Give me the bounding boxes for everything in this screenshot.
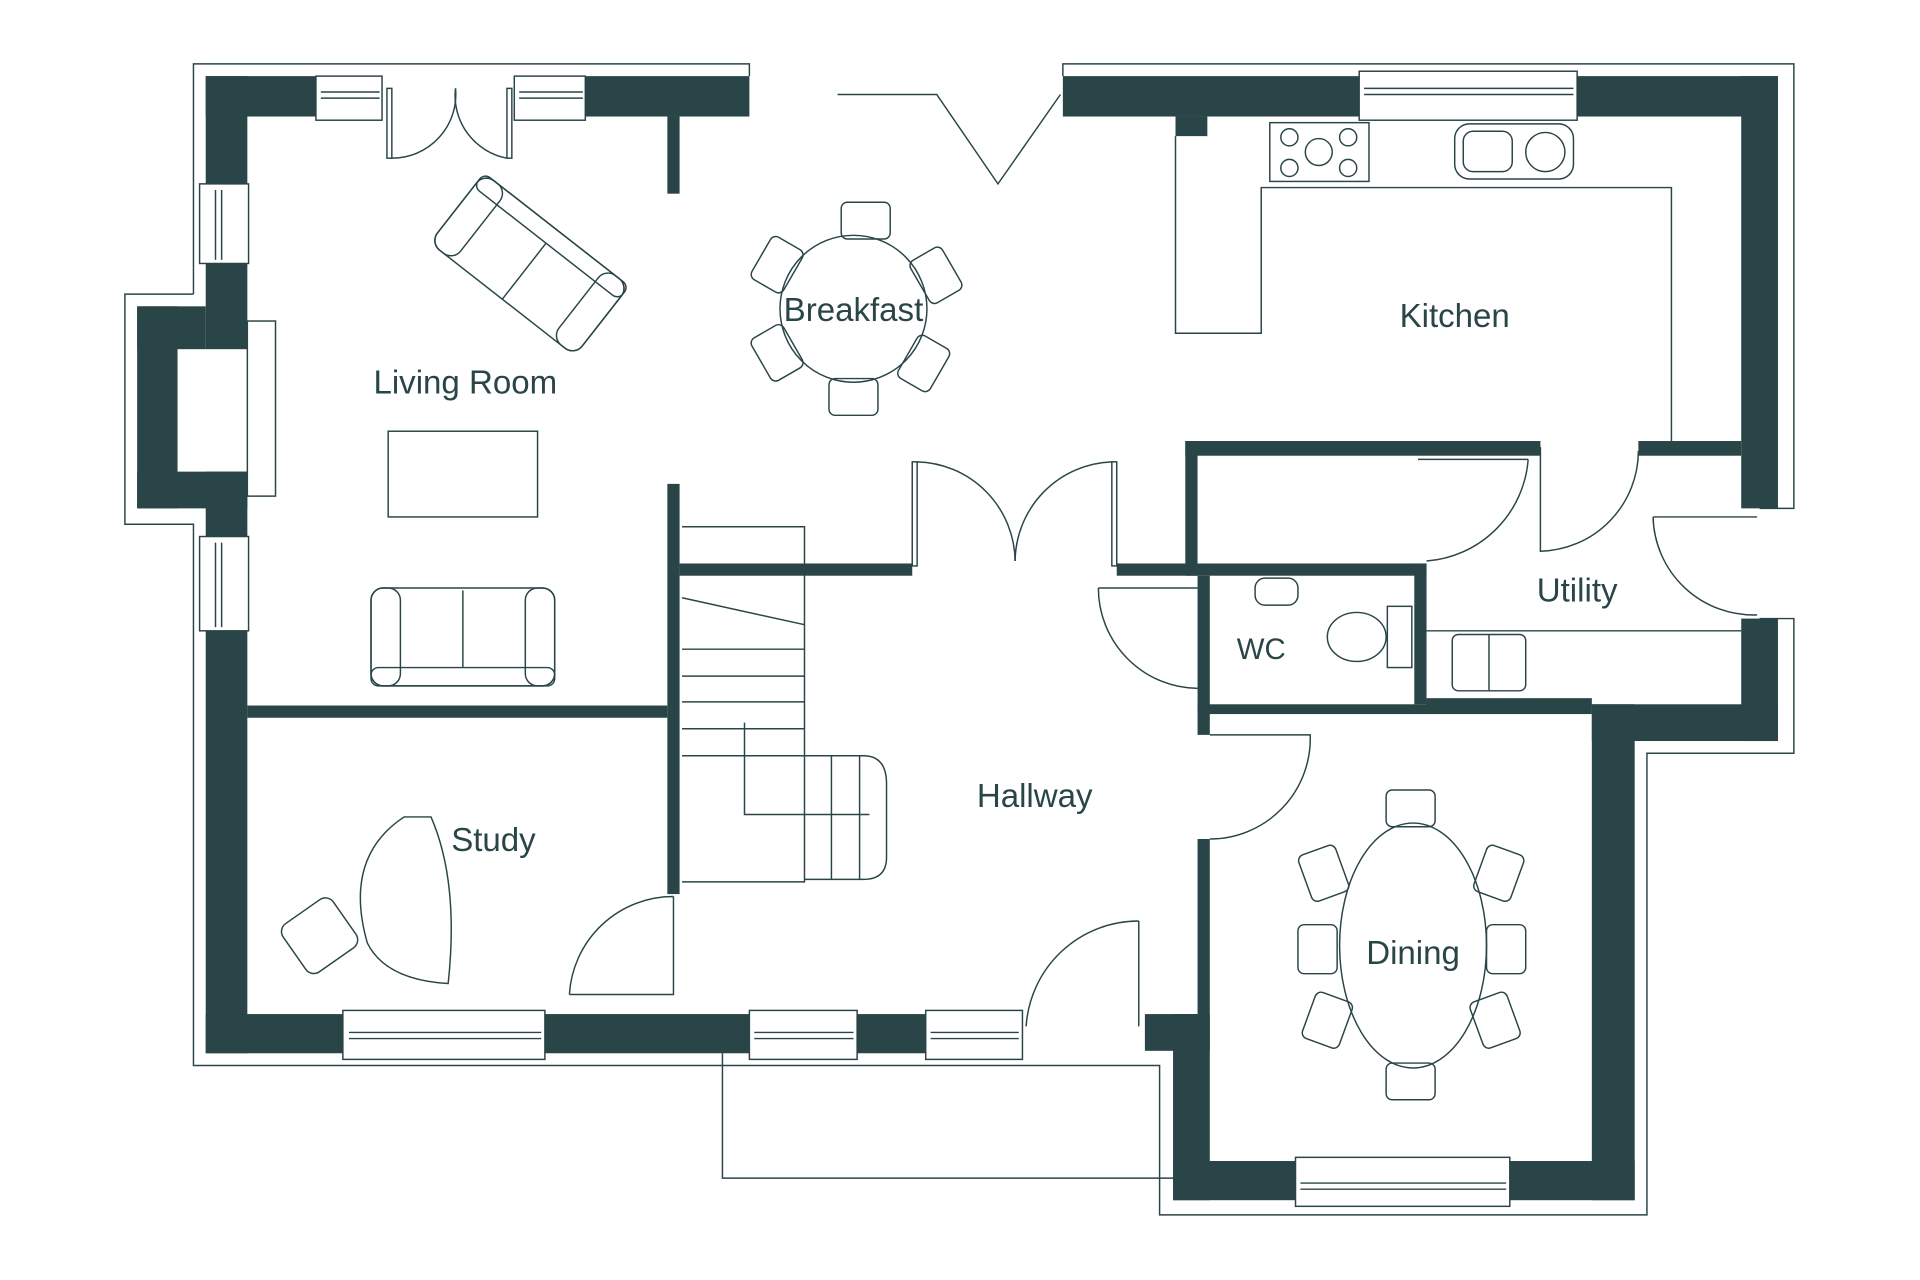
kitchen-counter — [1174, 121, 1673, 442]
room-label-study: Study — [451, 822, 536, 859]
fireplace-hearth — [246, 320, 277, 497]
room-label-utility: Utility — [1537, 572, 1618, 609]
doors — [386, 87, 1758, 1027]
sofa-bottom — [370, 587, 556, 687]
study-desk — [280, 816, 452, 985]
room-label-kitchen: Kitchen — [1400, 298, 1510, 335]
furniture — [246, 121, 1742, 1101]
room-label-hallway: Hallway — [977, 778, 1093, 815]
walls — [137, 76, 1778, 1201]
dining-table — [1297, 789, 1527, 1101]
room-label-wc: WC — [1237, 633, 1286, 666]
room-label-breakfast: Breakfast — [784, 292, 924, 329]
coffee-table — [387, 430, 539, 518]
room-label-living-room: Living Room — [373, 364, 557, 401]
wc-fixtures — [1254, 577, 1413, 669]
breakfast-table — [750, 201, 963, 417]
room-label-dining: Dining — [1366, 935, 1460, 972]
windows — [198, 70, 1578, 1208]
outer-outline — [124, 63, 1795, 1216]
stairs — [681, 525, 888, 883]
sofa-angled — [434, 175, 627, 352]
utility-sink — [1426, 630, 1742, 692]
